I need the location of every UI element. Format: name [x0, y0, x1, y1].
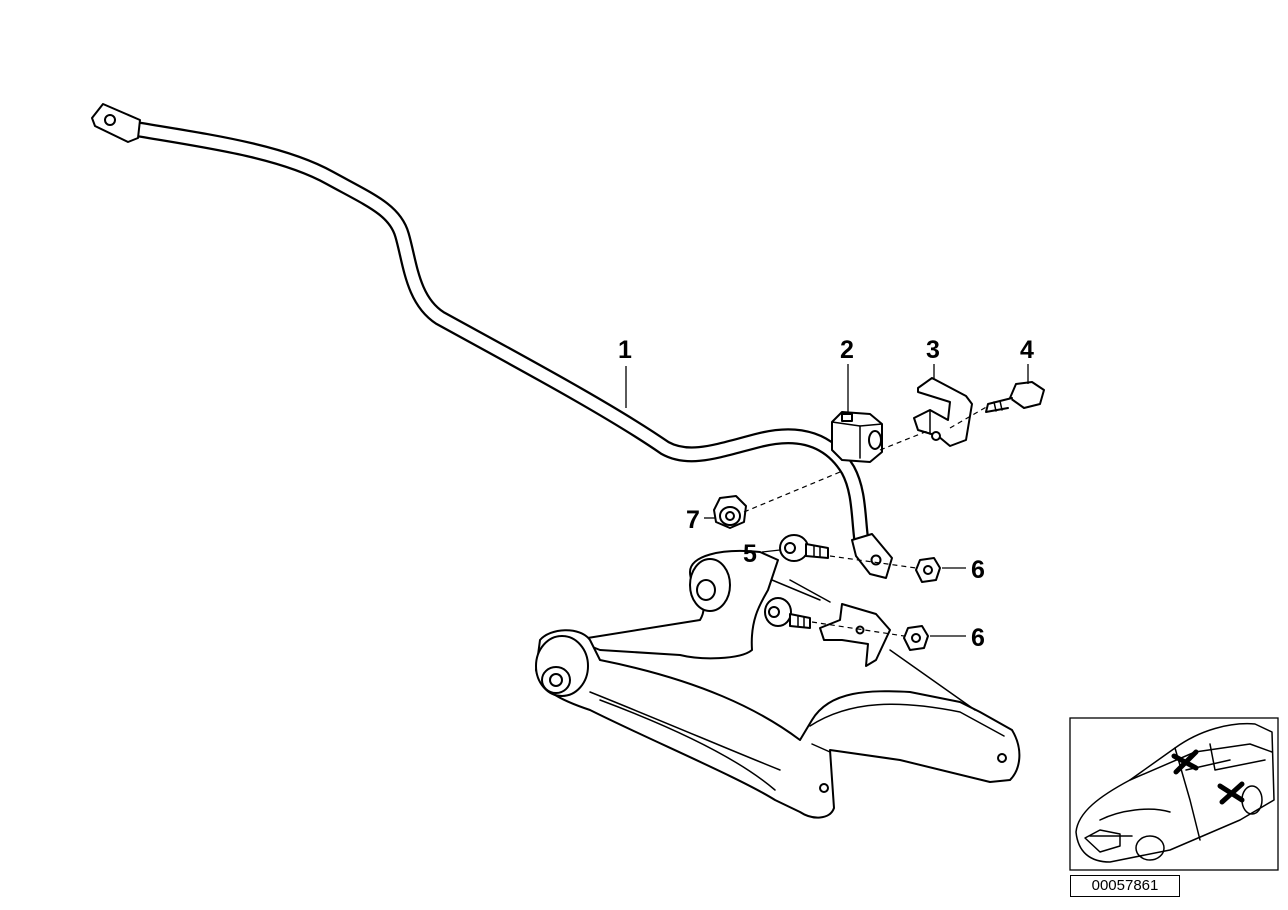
leader-lines	[625, 364, 1029, 637]
callout-3: 3	[926, 336, 940, 364]
swing-support-link	[764, 534, 829, 629]
mounting-bracket	[913, 377, 973, 447]
callout-2: 2	[840, 336, 854, 364]
callout-6-lower: 6	[971, 624, 985, 652]
car-silhouette-icon	[1075, 722, 1275, 863]
hex-nut-upper	[915, 557, 941, 583]
callout-4: 4	[1020, 336, 1034, 364]
location-marker-icon	[1171, 749, 1245, 805]
hex-bolt	[985, 381, 1045, 413]
callout-labels: 1 2 3 4 5 6 6 7	[618, 336, 1034, 652]
vehicle-location-inset	[1069, 717, 1279, 871]
self-locking-nut	[713, 495, 747, 529]
diagram-reference-number: 00057861	[1070, 875, 1180, 897]
callout-1: 1	[618, 336, 632, 364]
stabilizer-bar	[91, 103, 893, 579]
control-arm	[535, 550, 1021, 819]
callout-5: 5	[743, 540, 757, 568]
hex-nut-lower	[903, 625, 929, 651]
callout-6-upper: 6	[971, 556, 985, 584]
callout-7: 7	[686, 506, 700, 534]
assembly-lines	[743, 405, 989, 637]
rubber-mounting	[831, 411, 883, 463]
